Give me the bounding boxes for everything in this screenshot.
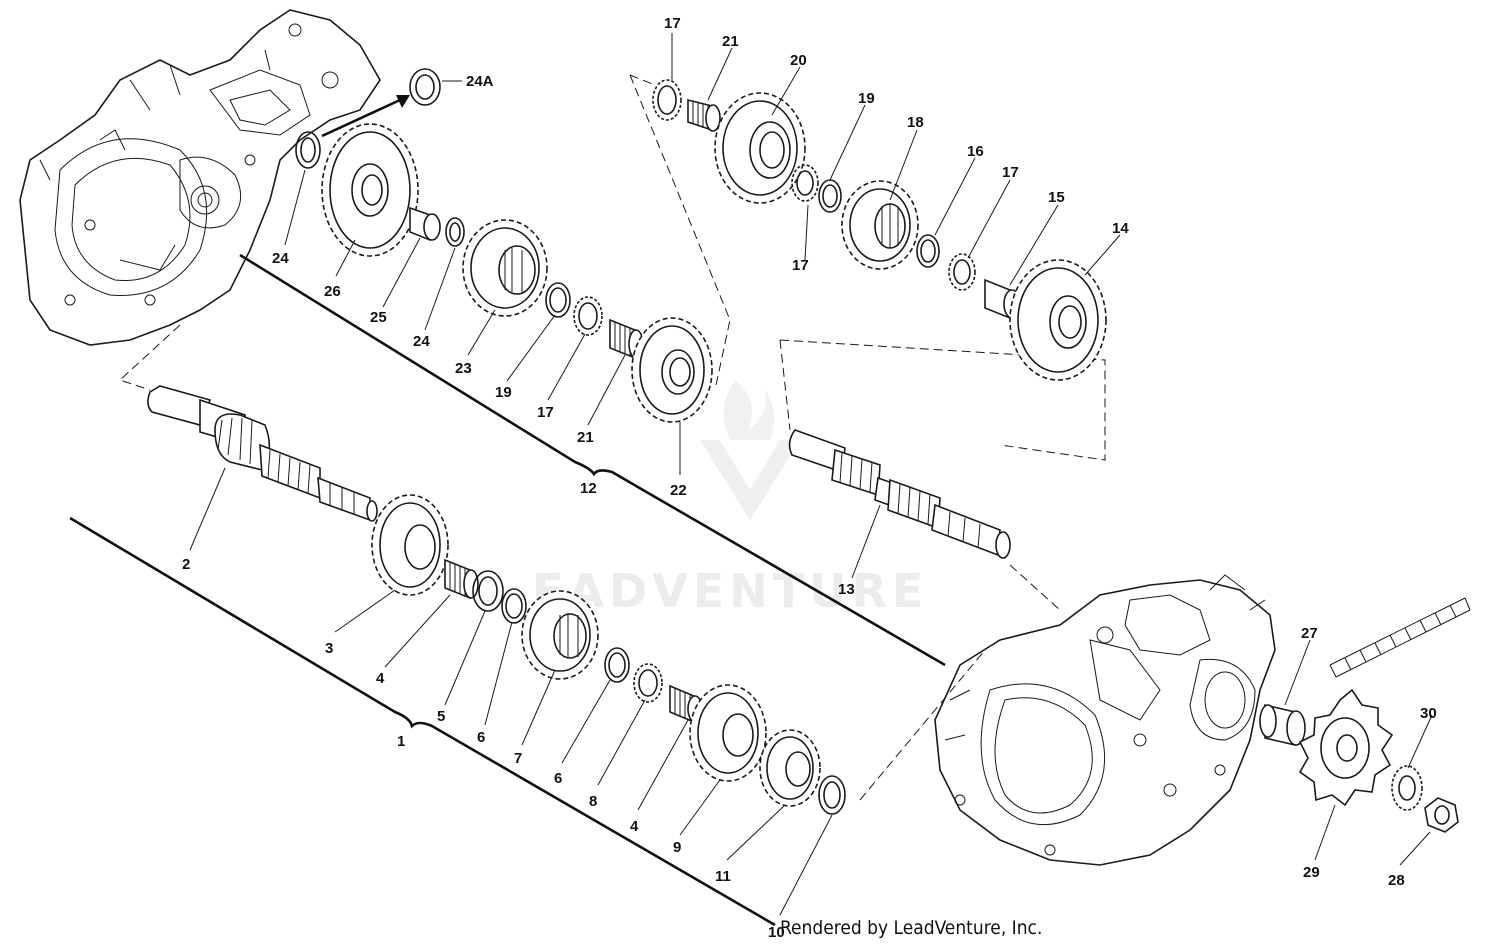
callout-27: 27 [1301, 625, 1318, 642]
callout-6: 6 [477, 729, 485, 746]
washer-part-17-lower [573, 296, 603, 336]
gear-part-20 [714, 92, 806, 204]
washer-part-24-left [295, 131, 321, 169]
callout-25: 25 [370, 309, 387, 326]
callout-24: 24 [413, 333, 430, 350]
callout-17: 17 [1002, 164, 1019, 181]
washer-part-8 [633, 663, 663, 703]
callout-17: 17 [792, 257, 809, 274]
callout-24: 24 [272, 250, 289, 267]
callout-5: 5 [437, 708, 445, 725]
callout-numbers: 17 21 20 19 18 16 17 15 14 17 24A 24 26 … [182, 15, 1437, 941]
callout-8: 8 [589, 793, 597, 810]
callout-19: 19 [495, 384, 512, 401]
bushing-part-25 [409, 206, 441, 242]
right-crankcase-half [934, 574, 1276, 866]
gear-part-26 [321, 123, 419, 257]
sprocket-part-29 [1298, 688, 1394, 807]
counter-shaft-part-13 [788, 429, 1011, 559]
leader-lines [189, 33, 1433, 916]
callout-6: 6 [554, 770, 562, 787]
callout-10: 10 [768, 924, 785, 941]
nut-part-28 [1424, 797, 1459, 833]
lock-washer-part-30 [1391, 765, 1423, 811]
callout-17: 17 [537, 404, 554, 421]
callout-13: 13 [838, 581, 855, 598]
arrow-to-24A [321, 95, 410, 138]
callout-9: 9 [673, 839, 681, 856]
alignment-dashed-lines [119, 74, 1106, 801]
needle-bearing-part-4-lower [669, 684, 703, 724]
callout-16: 16 [967, 143, 984, 160]
gear-part-23 [462, 219, 548, 317]
washer-part-17-top [652, 79, 682, 121]
leadventure-watermark: EADVENTURE [532, 380, 928, 618]
circlip-part-10 [818, 775, 846, 815]
callout-15: 15 [1048, 189, 1065, 206]
washer-part-17-right [948, 253, 976, 291]
callout-21: 21 [722, 33, 739, 50]
circlip-part-16 [916, 234, 940, 268]
circlip-part-19-lower [545, 282, 571, 318]
gear-part-22 [631, 317, 713, 423]
callout-24A: 24A [466, 73, 494, 90]
callout-17: 17 [664, 15, 681, 32]
callout-4: 4 [376, 670, 385, 687]
group-bracket-12 [239, 253, 946, 667]
gear-part-18 [841, 180, 919, 270]
circlip-part-6-upper [501, 588, 527, 624]
needle-bearing-part-21-top [687, 98, 721, 132]
gear-part-3 [371, 494, 449, 596]
callout-23: 23 [455, 360, 472, 377]
callout-22: 22 [670, 482, 687, 499]
callout-28: 28 [1388, 872, 1405, 889]
callout-30: 30 [1420, 705, 1437, 722]
washer-part-24A [409, 68, 441, 106]
gear-part-7 [521, 590, 599, 680]
callout-4: 4 [630, 818, 639, 835]
washer-part-5 [472, 570, 504, 612]
left-crankcase-half [19, 9, 381, 346]
callout-12: 12 [580, 480, 597, 497]
gear-part-14 [1009, 259, 1107, 381]
callout-1: 1 [397, 733, 405, 750]
render-credit: Rendered by LeadVenture, Inc. [780, 917, 1042, 939]
washer-part-17-middle [791, 164, 819, 202]
callout-21: 21 [577, 429, 594, 446]
callout-7: 7 [514, 750, 522, 767]
callout-26: 26 [324, 283, 341, 300]
gear-part-9 [689, 684, 767, 782]
callout-11: 11 [715, 868, 731, 885]
gear-part-11 [759, 729, 821, 807]
main-shaft-part-2 [147, 385, 378, 522]
drive-chain [1329, 597, 1471, 678]
callout-14: 14 [1112, 220, 1129, 237]
callout-20: 20 [790, 52, 807, 69]
callout-18: 18 [907, 114, 924, 131]
callout-3: 3 [325, 640, 333, 657]
callout-19: 19 [858, 90, 875, 107]
needle-bearing-part-4-upper [444, 558, 479, 600]
oil-seal-part-27 [1259, 703, 1306, 747]
callout-29: 29 [1303, 864, 1320, 881]
callout-2: 2 [182, 556, 190, 573]
group-bracket-1 [69, 516, 776, 927]
circlip-part-19-top [818, 179, 842, 213]
circlip-part-6-lower [604, 647, 630, 683]
watermark-text: EADVENTURE [532, 564, 928, 618]
washer-part-24-middle [445, 217, 465, 247]
